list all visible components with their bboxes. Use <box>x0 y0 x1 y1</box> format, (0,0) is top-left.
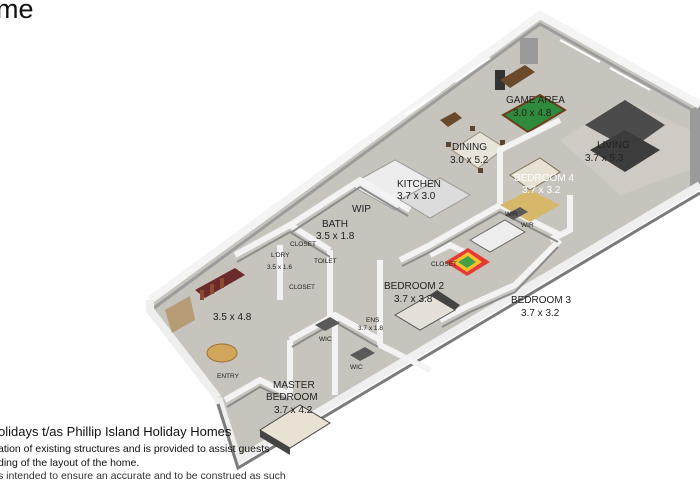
master-name-2: BEDROOM <box>266 392 318 403</box>
kitchen-island <box>398 177 472 219</box>
closet-label-3: CLOSET <box>431 261 457 268</box>
kitchen-name: KITCHEN <box>397 179 441 190</box>
dining-size: 3.0 x 5.2 <box>450 155 489 166</box>
bedroom2-size: 3.7 x 3.8 <box>394 294 433 305</box>
exterior-wall-top-shadow <box>153 22 693 310</box>
bath-size: 3.5 x 1.8 <box>316 231 355 242</box>
bedroom3-name: BEDROOM 3 <box>511 295 571 306</box>
entry-label: ENTRY <box>217 373 240 380</box>
dining-name: DINING <box>452 142 487 153</box>
closet-label-1: CLOSET <box>290 241 316 248</box>
game-area-name: GAME AREA <box>506 95 565 106</box>
toilet-label: TOILET <box>314 258 337 265</box>
bedroom4-size: 3.7 x 3.2 <box>522 185 561 196</box>
bedroom3-size: 3.7 x 3.2 <box>521 308 560 319</box>
pool-table <box>501 93 567 134</box>
master-size: 3.7 x 4.2 <box>274 405 313 416</box>
laundry-size: 3.5 x 1.6 <box>267 264 292 271</box>
ens-size: 3.7 x 1.8 <box>358 325 383 332</box>
interior-walls-shadow <box>226 185 559 408</box>
exterior-wall-bottom <box>214 181 700 467</box>
bath-name: BATH <box>322 219 348 230</box>
wic-label-2: WIC <box>350 364 363 371</box>
exterior-wall-bottom-edge <box>216 191 700 471</box>
bedroom3-bed <box>469 219 526 253</box>
bedroom2-name: BEDROOM 2 <box>384 281 444 292</box>
caption-line-1: ation of existing structures and is prov… <box>0 443 270 455</box>
ens-name: ENS <box>366 317 380 324</box>
living-name: LIVING <box>597 140 630 151</box>
bedroom3-rug-stripe-2 <box>458 256 476 268</box>
master-name: MASTER <box>273 380 315 391</box>
cabinet-wood <box>440 112 462 127</box>
bedroom4-bed <box>509 157 561 191</box>
living-size: 3.7 x 5.3 <box>585 153 624 164</box>
caption-company: olidays t/as Phillip Island Holiday Home… <box>0 424 232 439</box>
exterior-wall-top <box>147 10 700 304</box>
bedroom2-bed-dark <box>430 290 460 310</box>
dining-chairs <box>446 126 505 173</box>
wardrobe-items <box>315 207 528 361</box>
exterior-wall-left <box>146 300 222 401</box>
laundry-name: L'DRY <box>271 252 290 259</box>
wip-label: WIP <box>352 204 371 215</box>
wic-label-1: WIC <box>319 336 332 343</box>
wir-label-1: WIR <box>505 211 518 218</box>
garage-items <box>200 278 224 300</box>
wir-label-2: WIR <box>521 222 534 229</box>
bedroom4-wardrobe <box>500 190 560 222</box>
living-sofa <box>585 100 665 150</box>
garage-size: 3.5 x 4.8 <box>213 312 252 323</box>
kitchen-size: 3.7 x 3.0 <box>397 191 436 202</box>
garage-cabinet <box>165 296 195 333</box>
bedroom4-name: BEDROOM 4 <box>514 173 574 184</box>
fridge <box>520 38 538 64</box>
caption-line-2: ding of the layout of the home. <box>0 457 140 469</box>
caption-line-3: s intended to ensure an accurate and to … <box>0 470 286 479</box>
closet-label-2: CLOSET <box>289 284 315 291</box>
garage-round-table <box>206 343 238 363</box>
living-rug <box>590 130 660 172</box>
master-bed-base <box>260 430 290 455</box>
exterior-wall-right <box>690 105 700 190</box>
page-title: me <box>0 0 34 24</box>
sideboard <box>500 65 535 88</box>
game-area-size: 3.0 x 4.8 <box>513 108 552 119</box>
